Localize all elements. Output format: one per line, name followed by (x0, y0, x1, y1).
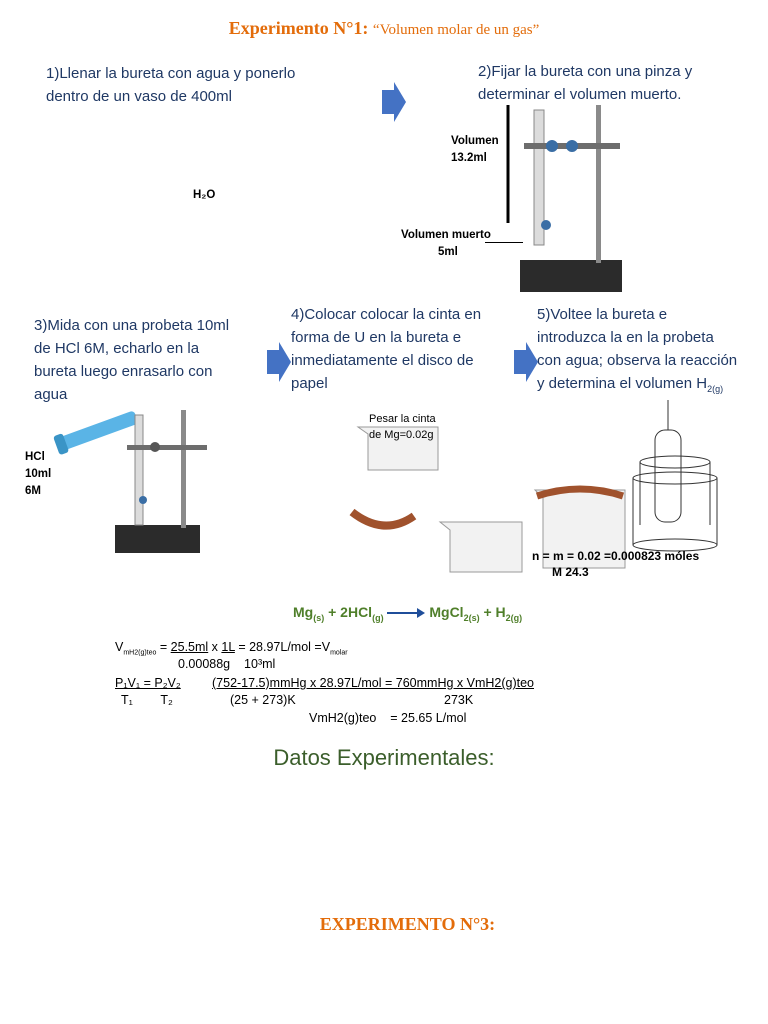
pesar-label-1: Pesar la cinta (369, 413, 436, 425)
calc-line-4-left: T₁ T₂ (121, 693, 173, 707)
hcl-label-2: 10ml (25, 468, 52, 480)
moles-line: n = m = 0.02 =0.000823 móles (532, 549, 700, 563)
reaction-mg: Mg (293, 604, 314, 620)
pesar-label-2: de Mg=0.02g (369, 429, 434, 441)
step-4-line-1: 4)Colocar colocar la cinta en (291, 306, 482, 323)
reaction-mg-sub: (s) (313, 612, 325, 623)
calc-x: x (208, 640, 222, 654)
step-4: 4)Colocar colocar la cinta en forma de U… (291, 303, 521, 395)
step-5: 5)Voltee la bureta e introduzca la en la… (537, 303, 768, 401)
arrow-right-icon (382, 82, 406, 122)
volumen-muerto-value: 5ml (438, 246, 458, 258)
step-3-line-4: agua (34, 386, 68, 403)
step-3: 3)Mida con una probeta 10ml de HCl 6M, e… (34, 314, 274, 406)
step-4-line-3: inmediatamente el disco de (291, 352, 474, 369)
step-2-line-2: determinar el volumen muerto. (478, 86, 682, 103)
arrow-right-icon (514, 342, 538, 382)
pesar-label: Pesar la cinta de Mg=0.02g (369, 411, 436, 443)
reaction-equation: Mg(s) + 2HCl(g) MgCl2(s) + H2(g) (293, 604, 522, 623)
volumen-label: Volumen 13.2ml (451, 133, 499, 167)
step-2: 2)Fijar la bureta con una pinza y determ… (478, 60, 768, 106)
step-4-line-4: papel (291, 375, 328, 392)
page-title: Experimento N°1: “Volumen molar de un ga… (0, 18, 768, 39)
experimento-3-heading: EXPERIMENTO N°3: (319, 914, 496, 934)
volumen-label-text: Volumen (451, 135, 499, 147)
hcl-label: HCl 10ml 6M (25, 449, 51, 500)
volumen-muerto-text: Volumen muerto (401, 229, 491, 241)
beakers-tape-image (349, 426, 523, 573)
arrow-right-icon (267, 342, 291, 382)
step-5-line-3: con agua; observa la reacción (537, 352, 738, 369)
step-5-line-4-text: y determina el volumen H (537, 375, 708, 392)
stand-with-probeta-image (53, 410, 207, 553)
calc-line-4-mid: (25 + 273)K (230, 693, 296, 707)
calc-num2: 1L (221, 640, 235, 654)
volumen-muerto-line (485, 242, 523, 243)
moles-den: M 24.3 (552, 565, 589, 579)
volumen-muerto-label: Volumen muerto 5ml (401, 227, 491, 261)
calc-v-sub: mH2(g)teo (123, 649, 157, 657)
datos-experimentales-heading: Datos Experimentales: (273, 745, 495, 770)
step-4-line-2: forma de U en la bureta e (291, 329, 462, 346)
reaction-h2: + H (479, 604, 506, 620)
calc-line-1: VmH2(g)teo = 25.5ml x 1L = 28.97L/mol =V… (115, 640, 348, 657)
step-5-line-1: 5)Voltee la bureta e (537, 306, 668, 323)
reaction-hcl: + 2HCl (324, 604, 373, 620)
reaction-arrow-icon (387, 608, 426, 619)
calc-rest-sub: molar (330, 649, 348, 657)
reaction-mgcl: MgCl (429, 604, 464, 620)
volumen-value: 13.2ml (451, 152, 487, 164)
calc-line-5: VmH2(g)teo = 25.65 L/mol (309, 711, 467, 725)
step-5-line-2: introduzca la en la probeta (537, 329, 714, 346)
step-3-line-3: bureta luego enrasarlo con (34, 363, 213, 380)
calc-den1: 0.00088g (178, 657, 231, 671)
title-prefix: Experimento N°1: (228, 18, 369, 38)
calc-line-3-left: P₁V₁ = P₂V₂ (115, 676, 181, 690)
burette-stand-image (506, 105, 622, 292)
reaction-mgcl-sub: 2(s) (463, 612, 480, 623)
step-5-line-4: y determina el volumen H2(g) (537, 372, 768, 401)
step-3-line-1: 3)Mida con una probeta 10ml (34, 317, 230, 334)
step-1-line-2: dentro de un vaso de 400ml (46, 88, 232, 105)
calc-line-3-mid: (752-17.5)mmHg x 28.97L/mol = 760mmHg x … (212, 676, 535, 690)
step-3-line-2: de HCl 6M, echarlo en la (34, 340, 200, 357)
step-1: 1)Llenar la bureta con agua y ponerlo de… (46, 62, 366, 108)
step-5-line-4-sub: 2(g) (707, 384, 724, 394)
calc-v: V (115, 640, 124, 654)
hcl-label-3: 6M (25, 485, 41, 497)
calc-num1: 25.5ml (170, 640, 209, 654)
h2o-label: H₂O (193, 189, 216, 201)
calc-den2: 10³ml (244, 657, 276, 671)
reaction-hcl-sub: (g) (372, 612, 384, 623)
title-subtitle: “Volumen molar de un gas” (372, 22, 540, 38)
inverted-burette-image (533, 400, 718, 569)
calc-line-4-right: 273K (444, 693, 474, 707)
calc-line-2: 0.00088g 10³ml (178, 656, 275, 672)
reaction-h2-sub: 2(g) (505, 612, 523, 623)
step-1-line-1: 1)Llenar la bureta con agua y ponerlo (46, 65, 296, 82)
calc-rest: = 28.97L/mol =V (234, 640, 331, 654)
moles-calc: n = m = 0.02 =0.000823 móles M 24.3 (532, 548, 699, 580)
hcl-label-1: HCl (25, 451, 45, 463)
step-2-line-1: 2)Fijar la bureta con una pinza y (478, 63, 693, 80)
